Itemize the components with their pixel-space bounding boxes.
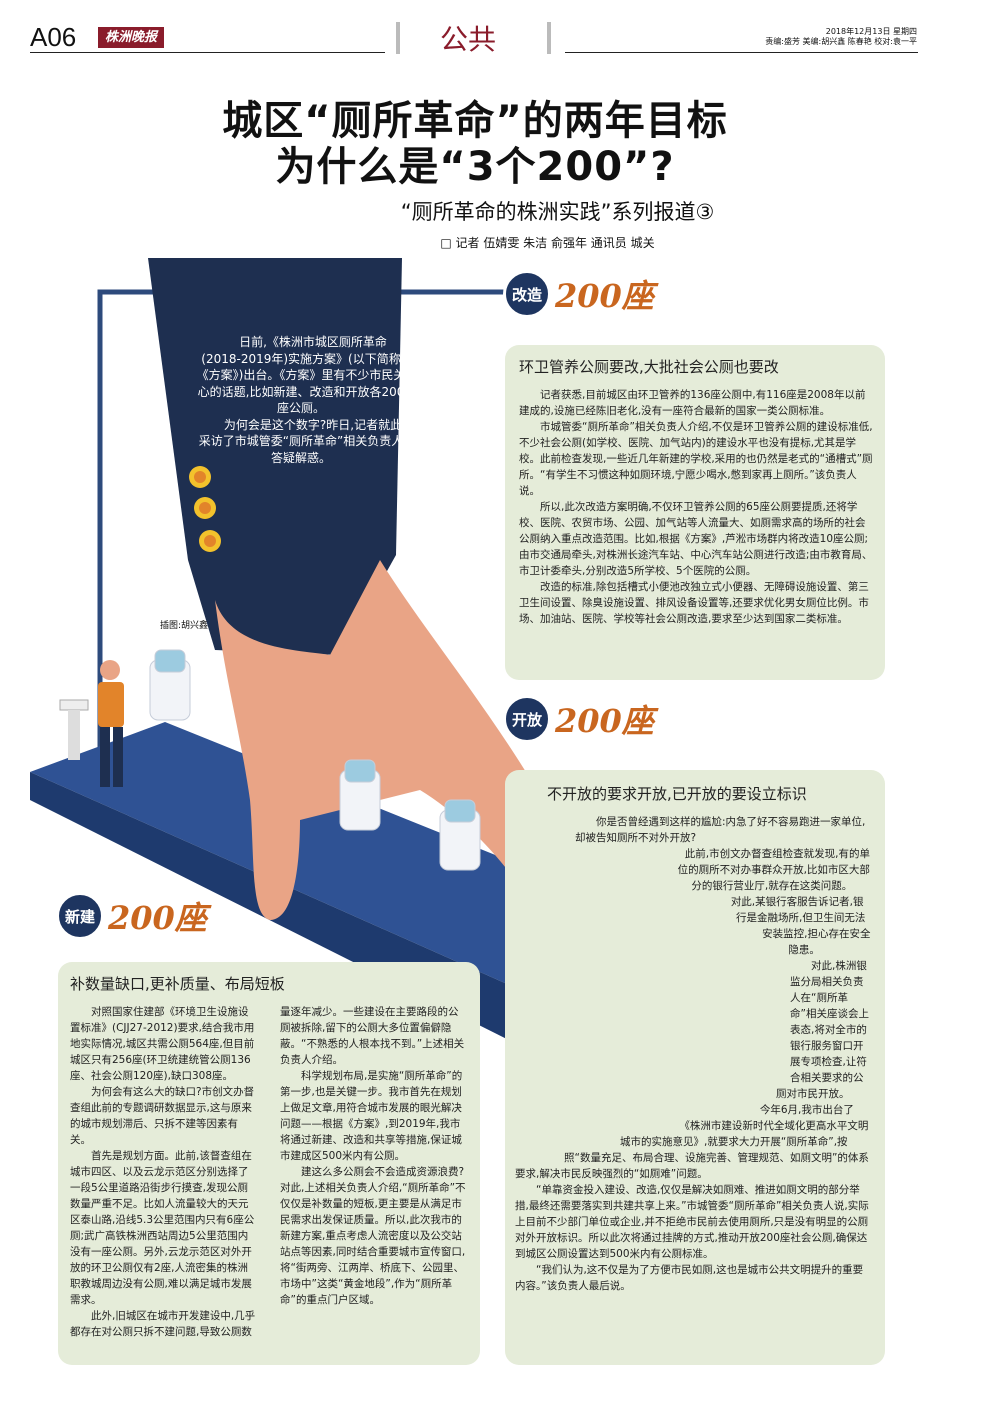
header-divider bbox=[396, 22, 400, 54]
paragraph: 为何会有这么大的缺口?市创文办督查组此前的专题调研数据显示,这与原来的城市规划滞… bbox=[70, 1086, 255, 1146]
build-number: 200座 bbox=[108, 899, 207, 937]
header-divider bbox=[547, 22, 551, 54]
paragraph: “单靠资金投入建设、改造,仅仅是解决如厕难、推进如厕文明的部分举措,最终还需要落… bbox=[515, 1184, 869, 1260]
intro-paragraph: 日前,《株洲市城区厕所革命(2018-2019年)实施方案》(以下简称《方案》)… bbox=[196, 335, 406, 415]
paragraph: 所以,此次改造方案明确,不仅环卫管养公厕的65座公厕要提质,还将学校、医院、农贸… bbox=[519, 501, 873, 577]
person-at-sink bbox=[59, 660, 124, 787]
renovate-badge: 改造 bbox=[503, 270, 551, 318]
open-heading: 不开放的要求开放,已开放的要设立标识 bbox=[547, 785, 807, 803]
paragraph: 今年6月,我市出台了《株洲市建设新时代全域化更高水平文明城市的实施意见》,就要求… bbox=[515, 1104, 869, 1180]
paragraph: 改造的标准,除包括槽式小便池改独立式小便器、无障碍设施设置、第三卫生间设置、除臭… bbox=[519, 581, 869, 625]
renovate-label: 改造 200座 bbox=[503, 270, 654, 318]
paragraph: 市城管委“厕所革命”相关负责人介绍,不仅是环卫管养公厕的建设标准低,不少社会公厕… bbox=[519, 421, 873, 497]
build-badge: 新建 bbox=[56, 892, 104, 940]
section-name: 公共 bbox=[440, 23, 497, 56]
paragraph: 建这么多公厕会不会造成资源浪费?对此,上述相关负责人介绍,“厕所革命”不仅仅是补… bbox=[280, 1166, 466, 1306]
intro-text: 日前,《株洲市城区厕所革命(2018-2019年)实施方案》(以下简称《方案》)… bbox=[196, 334, 406, 466]
paragraph: 对照国家住建部《环境卫生设施设置标准》(CJJ27-2012)要求,结合我市用地… bbox=[70, 1006, 255, 1082]
sleeve bbox=[148, 258, 402, 655]
paragraph: 科学规划布局,是实施“厕所革命”的第一步,也是关键一步。我市首先在规划上做足文章… bbox=[280, 1070, 463, 1162]
build-columns: 对照国家住建部《环境卫生设施设置标准》(CJJ27-2012)要求,结合我市用地… bbox=[70, 1004, 468, 1340]
paragraph: 你是否曾经遇到这样的尴尬:内急了好不容易跑进一家单位,却被告知厕所不对外开放? bbox=[575, 816, 866, 844]
paragraph: 首先是规划方面。此前,该督查组在城市四区、以及云龙示范区分别选择了一段5公里道路… bbox=[70, 1150, 255, 1306]
paragraph: “我们认为,这不仅是为了方便市民如厕,这也是城市公共文明提升的重要内容。”该负责… bbox=[515, 1264, 864, 1292]
open-box: 不开放的要求开放,已开放的要设立标识 你是否曾经遇到这样的尴尬:内急了好不容易跑… bbox=[505, 770, 885, 1365]
open-badge: 开放 bbox=[503, 695, 551, 743]
subtitle: “厕所革命的株洲实践”系列报道③ bbox=[400, 200, 715, 224]
renovate-box: 环卫管养公厕要改,大批社会公厕也要改 记者获悉,目前城区由环卫管养的136座公厕… bbox=[505, 345, 885, 680]
build-heading: 补数量缺口,更补质量、布局短板 bbox=[70, 975, 285, 993]
build-box: 补数量缺口,更补质量、布局短板 对照国家住建部《环境卫生设施设置标准》(CJJ2… bbox=[58, 962, 480, 1365]
intro-paragraph: 为何会是这个数字?昨日,记者就此采访了市城管委“厕所革命”相关负责人答疑解惑。 bbox=[198, 417, 404, 465]
renovate-number: 200座 bbox=[555, 277, 654, 315]
paragraph: 此前,市创文办督查组检查就发现,有的单位的厕所不对办事群众开放,比如市区大部分的… bbox=[677, 848, 870, 892]
paragraph: 此外,旧城区在城市开发建设中,几乎都存在对公厕只拆不建问题,导致公厕数量逐年减少… bbox=[70, 1006, 465, 1338]
header-rule-left bbox=[30, 52, 385, 53]
page-number: A06 bbox=[30, 22, 77, 52]
open-number: 200座 bbox=[555, 702, 654, 740]
headline-line-2: 为什么是“3个200”? bbox=[275, 144, 675, 190]
headline: 城区“厕所革命”的两年目标 为什么是“3个200”? bbox=[0, 98, 950, 190]
cufflink-buttons bbox=[189, 466, 221, 552]
paragraph: 记者获悉,目前城区由环卫管养的136座公厕中,有116座是2008年以前建成的,… bbox=[519, 389, 866, 417]
illustration-credit: 插图:胡兴鑫 bbox=[160, 621, 209, 631]
build-label: 新建 200座 bbox=[56, 892, 207, 940]
headline-line-1: 城区“厕所革命”的两年目标 bbox=[222, 98, 728, 144]
open-label: 开放 200座 bbox=[503, 695, 654, 743]
byline: □ 记者 伍婧雯 朱洁 俞强年 通讯员 城关 bbox=[440, 236, 655, 250]
header-meta: 2018年12月13日 星期四 责编:盛芳 美编:胡兴鑫 陈春艳 校对:袁一平 bbox=[765, 27, 917, 47]
paragraph: 对此,株洲银监分局相关负责人在“厕所革命”相关座谈会上表态,将对全市的银行服务窗… bbox=[776, 960, 869, 1100]
header-rule-right bbox=[565, 52, 918, 53]
masthead-logo: 株洲晚报 bbox=[98, 27, 164, 48]
renovate-heading: 环卫管养公厕要改,大批社会公厕也要改 bbox=[519, 358, 779, 376]
paragraph: 对此,某银行客服告诉记者,银行是金融场所,但卫生间无法安装监控,担心存在安全隐患… bbox=[730, 896, 871, 956]
issue-date: 2018年12月13日 星期四 bbox=[825, 27, 917, 36]
credits: 责编:盛芳 美编:胡兴鑫 陈春艳 校对:袁一平 bbox=[765, 37, 917, 46]
